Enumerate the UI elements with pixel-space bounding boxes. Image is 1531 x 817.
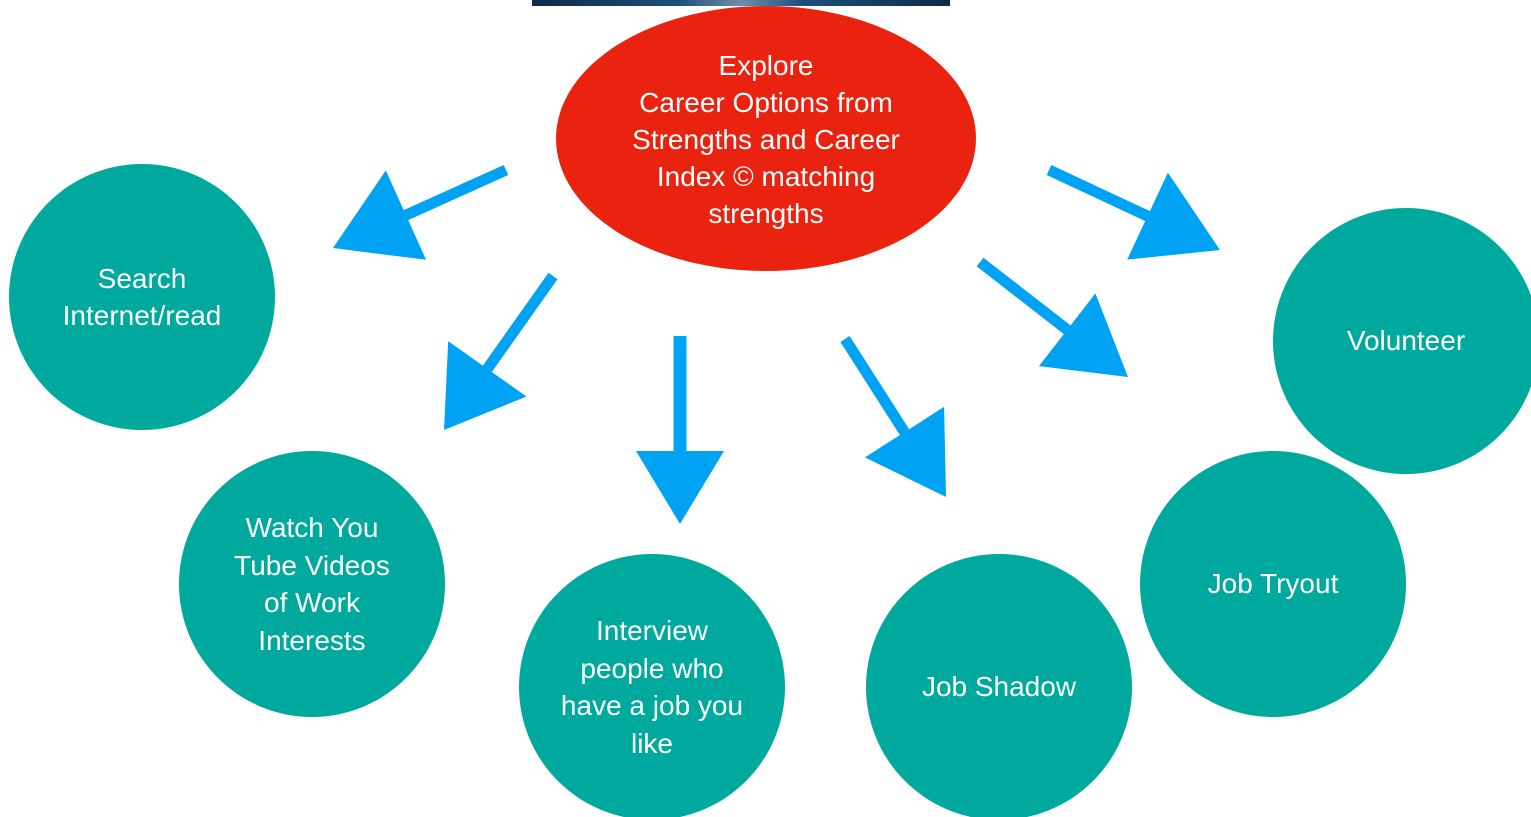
node-job-tryout: Job Tryout (1140, 451, 1406, 717)
node-youtube-label: Watch You Tube Videos of Work Interests (234, 512, 390, 656)
node-volunteer-label: Volunteer (1346, 325, 1466, 357)
center-node-explore-career-options: Explore Career Options from Strengths an… (556, 6, 976, 271)
node-search-internet: Search Internet/read (9, 164, 275, 430)
arrow-to-interview (636, 336, 724, 524)
arrow-to-search (333, 165, 509, 260)
center-node-label: Explore Career Options from Strengths an… (632, 50, 900, 229)
arrow-to-shadow (840, 336, 946, 497)
node-volunteer: Volunteer (1273, 208, 1531, 474)
arrow-to-tryout (976, 257, 1128, 377)
node-watch-youtube-videos: Watch You Tube Videos of Work Interests (179, 451, 445, 717)
node-search-label: Search Internet/read (62, 262, 222, 332)
arrow-to-youtube (444, 272, 558, 430)
node-interview-people: Interview people who have a job you like (519, 554, 785, 817)
node-shadow-label: Job Shadow (921, 671, 1077, 703)
top-photo-strip (532, 0, 950, 6)
node-interview-label: Interview people who have a job you like (560, 615, 744, 759)
arrow-to-volunteer (1046, 165, 1220, 260)
node-tryout-label: Job Tryout (1207, 568, 1339, 600)
node-job-shadow: Job Shadow (866, 554, 1132, 817)
